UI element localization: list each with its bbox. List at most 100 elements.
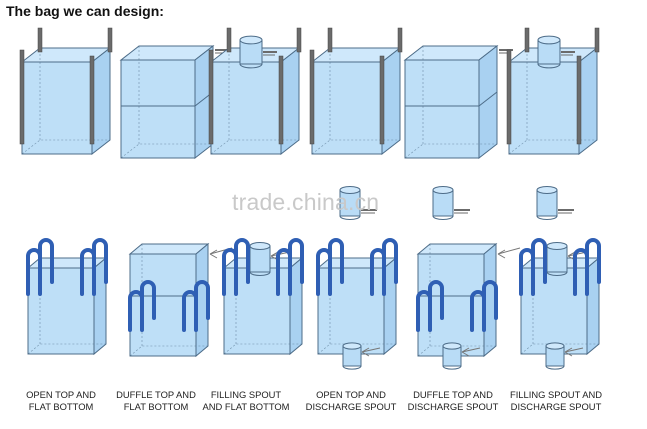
- bag-bottom-row-2: [128, 242, 233, 358]
- bag-front-face: [129, 253, 197, 357]
- lifting-strap: [19, 49, 25, 145]
- bag-top-row-3: [208, 27, 302, 156]
- bag-hidden-edge: [223, 258, 302, 355]
- bag-hidden-edge: [404, 46, 497, 159]
- spout-bottom: [249, 271, 271, 276]
- discharge-spout: [536, 186, 558, 220]
- bag-bottom-row-3: [222, 238, 304, 356]
- bag-front-face: [27, 267, 95, 355]
- filling-spout: [249, 242, 271, 276]
- caption-line-1: OPEN TOP AND: [316, 389, 386, 400]
- filling-spout: [546, 242, 568, 276]
- lifting-loop: [38, 238, 54, 284]
- lifting-strap: [524, 27, 530, 53]
- lifting-loop: [194, 280, 210, 320]
- discharge-spout: [432, 186, 454, 220]
- bag-front-face: [520, 267, 588, 355]
- filling-spout: [537, 35, 561, 69]
- discharge-spout: [545, 342, 565, 370]
- discharge-spout: [339, 186, 361, 220]
- caption-duffle-top-flat-bottom: DUFFLE TOP AND FLAT BOTTOM: [100, 389, 212, 413]
- spout-top: [339, 186, 361, 194]
- caption-line-2: DISCHARGE SPOUT: [510, 401, 602, 412]
- duffle-seam: [478, 91, 498, 107]
- bag-hidden-edge: [120, 46, 213, 159]
- spout-top: [545, 342, 565, 350]
- lifting-strap: [506, 49, 512, 145]
- bag-top-row-5: [403, 44, 513, 220]
- spout-top: [239, 35, 263, 45]
- spout-top: [537, 35, 561, 45]
- lifting-loop: [428, 280, 444, 320]
- bag-hidden-edge: [311, 48, 400, 155]
- lifting-strap: [397, 27, 403, 53]
- spout-top: [249, 242, 271, 250]
- duffle-pointer: [461, 347, 481, 357]
- caption-line-2: AND FLAT BOTTOM: [202, 401, 290, 412]
- lifting-strap: [594, 27, 600, 53]
- lifting-strap: [37, 27, 43, 53]
- spout-bottom: [239, 63, 263, 69]
- lifting-strap: [89, 55, 95, 145]
- discharge-spout: [342, 342, 362, 370]
- duffle-pointer: [497, 247, 521, 259]
- bag-side-face: [478, 44, 498, 160]
- bag-top-row-2: [119, 44, 229, 160]
- spout-top: [536, 186, 558, 194]
- caption-line-1: DUFFLE TOP AND: [116, 389, 196, 400]
- lifting-strap: [226, 27, 232, 53]
- spout-bottom: [537, 63, 561, 69]
- spout-top: [442, 342, 462, 350]
- caption-line-1: OPEN TOP AND: [26, 389, 96, 400]
- bag-bottom-row-6: [519, 238, 601, 370]
- lifting-strap: [379, 55, 385, 145]
- bag-hidden-edge: [21, 48, 110, 155]
- caption-line-2: DISCHARGE SPOUT: [305, 401, 397, 412]
- caption-line-1: FILLING SPOUT AND: [509, 389, 603, 400]
- bag-side-face: [91, 46, 111, 156]
- bag-front-face: [417, 253, 485, 357]
- page-title: The bag we can design:: [6, 3, 164, 19]
- bag-hidden-edge: [508, 48, 597, 155]
- caption-line-2: FLAT BOTTOM: [28, 401, 94, 412]
- lifting-strap: [327, 27, 333, 53]
- bag-front-face: [404, 59, 480, 159]
- spout-top: [546, 242, 568, 250]
- caption-line-2: DISCHARGE SPOUT: [407, 401, 499, 412]
- filling-spout: [239, 35, 263, 69]
- lifting-loop: [585, 238, 601, 284]
- duffle-pointer: [564, 347, 584, 357]
- spout-bottom: [342, 365, 362, 370]
- bag-front-face: [120, 59, 196, 159]
- lifting-loop: [382, 238, 398, 284]
- lifting-loop: [531, 238, 547, 284]
- lifting-loop: [92, 238, 108, 284]
- bag-top-row-1: [19, 27, 113, 156]
- bag-side-face: [280, 46, 300, 156]
- bag-hidden-edge: [520, 258, 599, 355]
- caption-line-1: DUFFLE TOP AND: [413, 389, 493, 400]
- lifting-strap: [576, 55, 582, 145]
- lifting-loop: [328, 238, 344, 284]
- lifting-loop: [482, 280, 498, 320]
- bag-hidden-edge: [27, 258, 106, 355]
- lifting-loop: [140, 280, 156, 320]
- spout-bottom: [339, 215, 361, 220]
- lifting-loop: [234, 238, 250, 284]
- lifting-strap: [309, 49, 315, 145]
- caption-filling-spout-flat-bottom: FILLING SPOUT AND FLAT BOTTOM: [190, 389, 302, 413]
- bag-hidden-edge: [210, 48, 299, 155]
- lifting-strap: [278, 55, 284, 145]
- bag-front-face: [223, 267, 291, 355]
- spout-bottom: [546, 271, 568, 276]
- spout-bottom: [536, 215, 558, 220]
- discharge-spout: [442, 342, 462, 370]
- bag-front-face: [317, 267, 385, 355]
- bag-bottom-row-5: [416, 242, 521, 370]
- lifting-strap: [296, 27, 302, 53]
- bag-hidden-edge: [317, 258, 396, 355]
- lifting-strap: [107, 27, 113, 53]
- spout-bottom: [545, 365, 565, 370]
- caption-duffle-top-discharge-spout: DUFFLE TOP AND DISCHARGE SPOUT: [397, 389, 509, 413]
